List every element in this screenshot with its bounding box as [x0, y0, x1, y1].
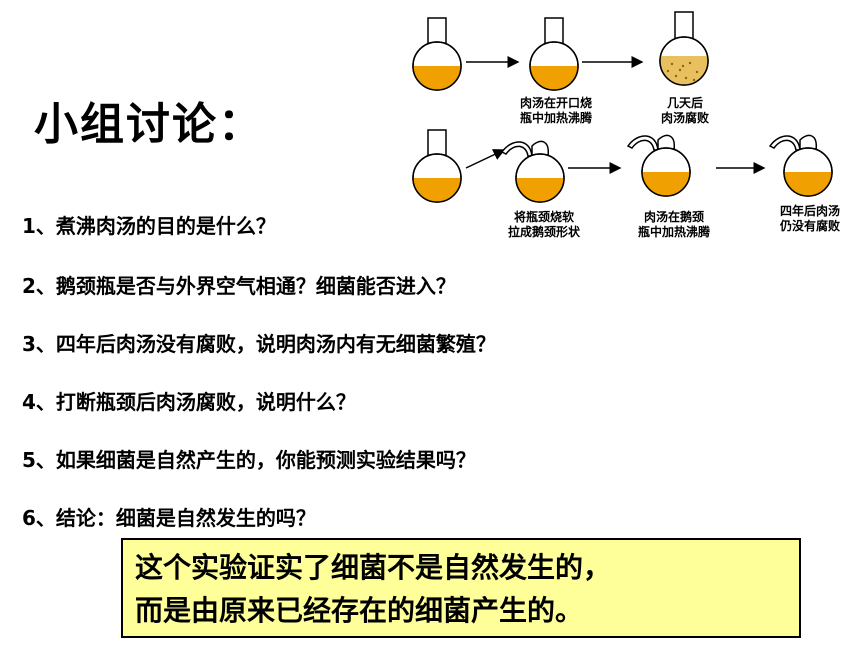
- question-3: 3、四年后肉汤没有腐败，说明肉汤内有无细菌繁殖？: [22, 332, 496, 356]
- caption-swan-neck: 将瓶颈烧软 拉成鹅颈形状: [494, 210, 594, 240]
- caption-line: 瓶中加热沸腾: [637, 225, 710, 239]
- spoiled-flask: [659, 11, 709, 86]
- caption-days-later: 几天后 肉汤腐败: [640, 96, 730, 126]
- question-5: 5、如果细菌是自然产生的，你能预测实验结果吗？: [22, 448, 476, 472]
- pasteur-experiment-diagram: [412, 11, 833, 203]
- swan-neck-flask-1: [500, 140, 565, 203]
- caption-line: 肉汤在鹅颈: [643, 210, 704, 224]
- caption-line: 瓶中加热沸腾: [519, 111, 592, 125]
- question-1: 1、煮沸肉汤的目的是什么？: [22, 214, 276, 238]
- open-flask-2: [412, 129, 462, 203]
- question-2: 2、鹅颈瓶是否与外界空气相通？细菌能否进入？: [22, 274, 456, 298]
- page-title: 小组讨论：: [34, 99, 264, 150]
- question-6: 6、结论：细菌是自然发生的吗？: [22, 506, 316, 530]
- caption-line: 拉成鹅颈形状: [507, 225, 580, 239]
- caption-four-years: 四年后肉汤 仍没有腐败: [764, 204, 856, 234]
- caption-open-flask: 肉汤在开口烧 瓶中加热沸腾: [506, 96, 606, 126]
- answer-line-1: 这个实验证实了细菌不是自然发生的，: [135, 551, 612, 584]
- answer-line-2: 而是由原来已经存在的细菌产生的。: [135, 594, 584, 627]
- caption-line: 将瓶颈烧软: [513, 210, 574, 224]
- open-flask-1: [412, 17, 462, 91]
- open-flask-boiling: [529, 17, 579, 91]
- swan-neck-flask-boiling: [626, 134, 691, 197]
- caption-boil-swan: 肉汤在鹅颈 瓶中加热沸腾: [624, 210, 724, 240]
- arrow: [465, 149, 506, 169]
- swan-neck-flask-four-years: [768, 134, 833, 197]
- caption-line: 肉汤腐败: [660, 111, 709, 125]
- answer-box: 这个实验证实了细菌不是自然发生的， 而是由原来已经存在的细菌产生的。: [121, 538, 801, 638]
- caption-line: 几天后: [666, 96, 703, 110]
- question-4: 4、打断瓶颈后肉汤腐败，说明什么？: [22, 390, 356, 414]
- caption-line: 四年后肉汤: [779, 204, 840, 218]
- caption-line: 仍没有腐败: [779, 219, 840, 233]
- caption-line: 肉汤在开口烧: [519, 96, 592, 110]
